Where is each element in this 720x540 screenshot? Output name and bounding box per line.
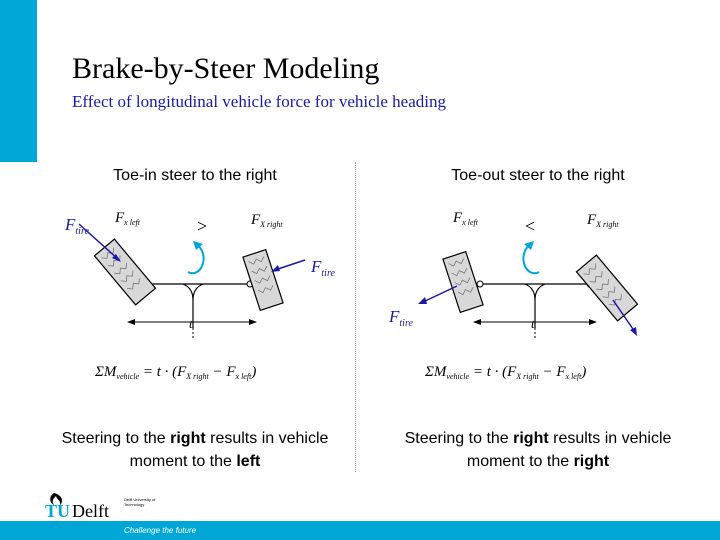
left-fxright-label: FX right <box>250 212 283 229</box>
left-track-label: t <box>189 316 193 331</box>
left-ftire-label: Ftire <box>64 215 89 237</box>
slide-subtitle: Effect of longitudinal vehicle force for… <box>72 92 446 111</box>
right-tire <box>242 248 284 312</box>
left-caption: Steering to the right results in vehicle… <box>61 430 329 470</box>
column-divider <box>355 162 356 472</box>
svg-text:Delft: Delft <box>72 501 109 521</box>
axle-stem <box>524 283 546 328</box>
left-fxleft-label: Fx left <box>114 210 141 227</box>
accent-bar <box>0 0 37 162</box>
left-compare: > <box>197 216 207 236</box>
flame-icon <box>50 493 62 505</box>
right-track-label: t <box>531 316 535 331</box>
left-heading: Toe-in steer to the right <box>113 167 277 184</box>
university-text: Delft University of Technology <box>124 497 156 507</box>
left-tire-force-arrow <box>78 223 120 261</box>
right-ftire-label: Ftire <box>388 307 413 329</box>
right-caption: Steering to the right results in vehicle… <box>404 430 672 470</box>
tudelft-logo: TU Delft <box>45 493 109 521</box>
right-fxleft-label: Fx left <box>452 210 479 227</box>
toe-in-diagram: Ftire Fx left > FX right Ftire t ΣMvehic… <box>64 210 335 381</box>
toe-out-diagram: Fx left < FX right Ftire t ΣMvehicle = t… <box>388 210 639 381</box>
right-tire-force-arrow <box>612 299 636 333</box>
footer-bar <box>0 521 720 540</box>
left-hub <box>476 280 484 288</box>
left-tire <box>442 250 484 314</box>
left-moment-eq: ΣMvehicle = t · (FX right − Fx left) <box>94 364 256 381</box>
tagline: Challenge the future <box>124 526 197 535</box>
svg-text:TU: TU <box>45 501 70 521</box>
rotation-arrow <box>522 244 540 275</box>
axle-stem <box>182 283 204 328</box>
right-tire <box>575 254 639 322</box>
slide-title: Brake-by-Steer Modeling <box>72 52 380 85</box>
right-fxright-label: FX right <box>586 212 619 229</box>
right-heading: Toe-out steer to the right <box>451 167 625 184</box>
right-moment-eq: ΣMvehicle = t · (FX right − Fx left) <box>424 364 586 381</box>
right-tire-force-arrow <box>274 259 306 271</box>
right-compare: < <box>525 216 535 236</box>
left-tire <box>93 238 157 306</box>
rotation-arrow <box>187 244 205 275</box>
right-ftire-label: Ftire <box>310 257 335 279</box>
left-tire-force-arrow <box>422 285 458 303</box>
